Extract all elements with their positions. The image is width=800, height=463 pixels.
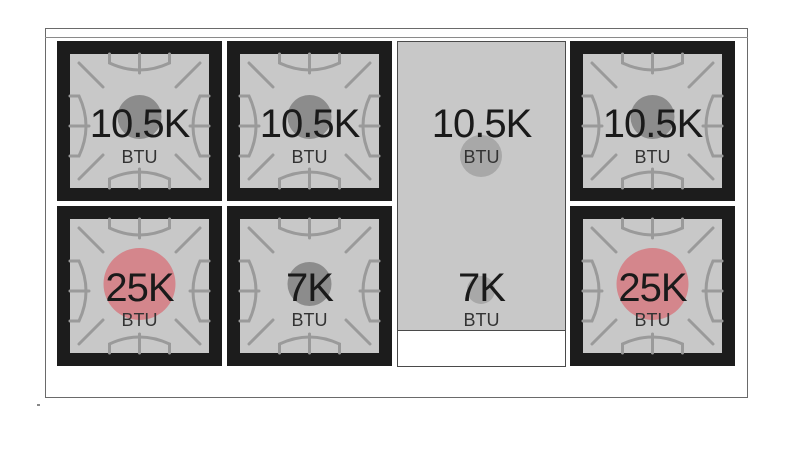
burner-cap bbox=[287, 95, 332, 139]
burner-unit: BTU bbox=[121, 310, 158, 330]
grate bbox=[57, 206, 222, 366]
burner-front-left: 25K BTU bbox=[57, 206, 222, 366]
grate bbox=[227, 206, 392, 366]
griddle-burner-top: 10.5K BTU bbox=[397, 41, 566, 201]
burner-cap bbox=[117, 95, 162, 139]
burner-cap bbox=[630, 95, 675, 139]
burner-value: 25K bbox=[618, 266, 687, 310]
griddle-burner-top-marker bbox=[460, 135, 502, 177]
stray-mark bbox=[37, 404, 40, 406]
griddle-bottom-unit: BTU bbox=[463, 310, 500, 330]
burner-unit: BTU bbox=[121, 147, 158, 167]
burner-rear-left: 10.5K BTU bbox=[57, 41, 222, 201]
griddle-burner-bottom: 7K BTU bbox=[397, 206, 566, 366]
griddle-bottom-value: 7K bbox=[458, 266, 506, 310]
griddle-top-unit: BTU bbox=[463, 147, 500, 167]
burner-front-center: 7K BTU bbox=[227, 206, 392, 366]
burner-unit: BTU bbox=[291, 310, 328, 330]
burner-value: 10.5K bbox=[259, 102, 361, 146]
burner-value: 10.5K bbox=[602, 102, 704, 146]
rangetop-back-edge bbox=[45, 37, 748, 38]
burner-rear-center: 10.5K BTU bbox=[227, 41, 392, 201]
burner-front-right: 25K BTU bbox=[570, 206, 735, 366]
burner-value: 10.5K bbox=[89, 102, 191, 146]
burner-unit: BTU bbox=[634, 310, 671, 330]
burner-rear-right: 10.5K BTU bbox=[570, 41, 735, 201]
burner-cap bbox=[287, 262, 332, 306]
griddle-front-panel bbox=[397, 331, 566, 367]
grate bbox=[570, 41, 735, 201]
griddle-top-value: 10.5K bbox=[431, 102, 533, 146]
burner-cap bbox=[103, 248, 176, 320]
burner-cap bbox=[616, 248, 689, 320]
burner-unit: BTU bbox=[634, 147, 671, 167]
burner-value: 7K bbox=[286, 266, 334, 310]
burner-unit: BTU bbox=[291, 147, 328, 167]
burner-value: 25K bbox=[105, 266, 174, 310]
griddle-burner-bottom-marker bbox=[467, 276, 495, 304]
grate bbox=[57, 41, 222, 201]
grate bbox=[570, 206, 735, 366]
grate bbox=[227, 41, 392, 201]
